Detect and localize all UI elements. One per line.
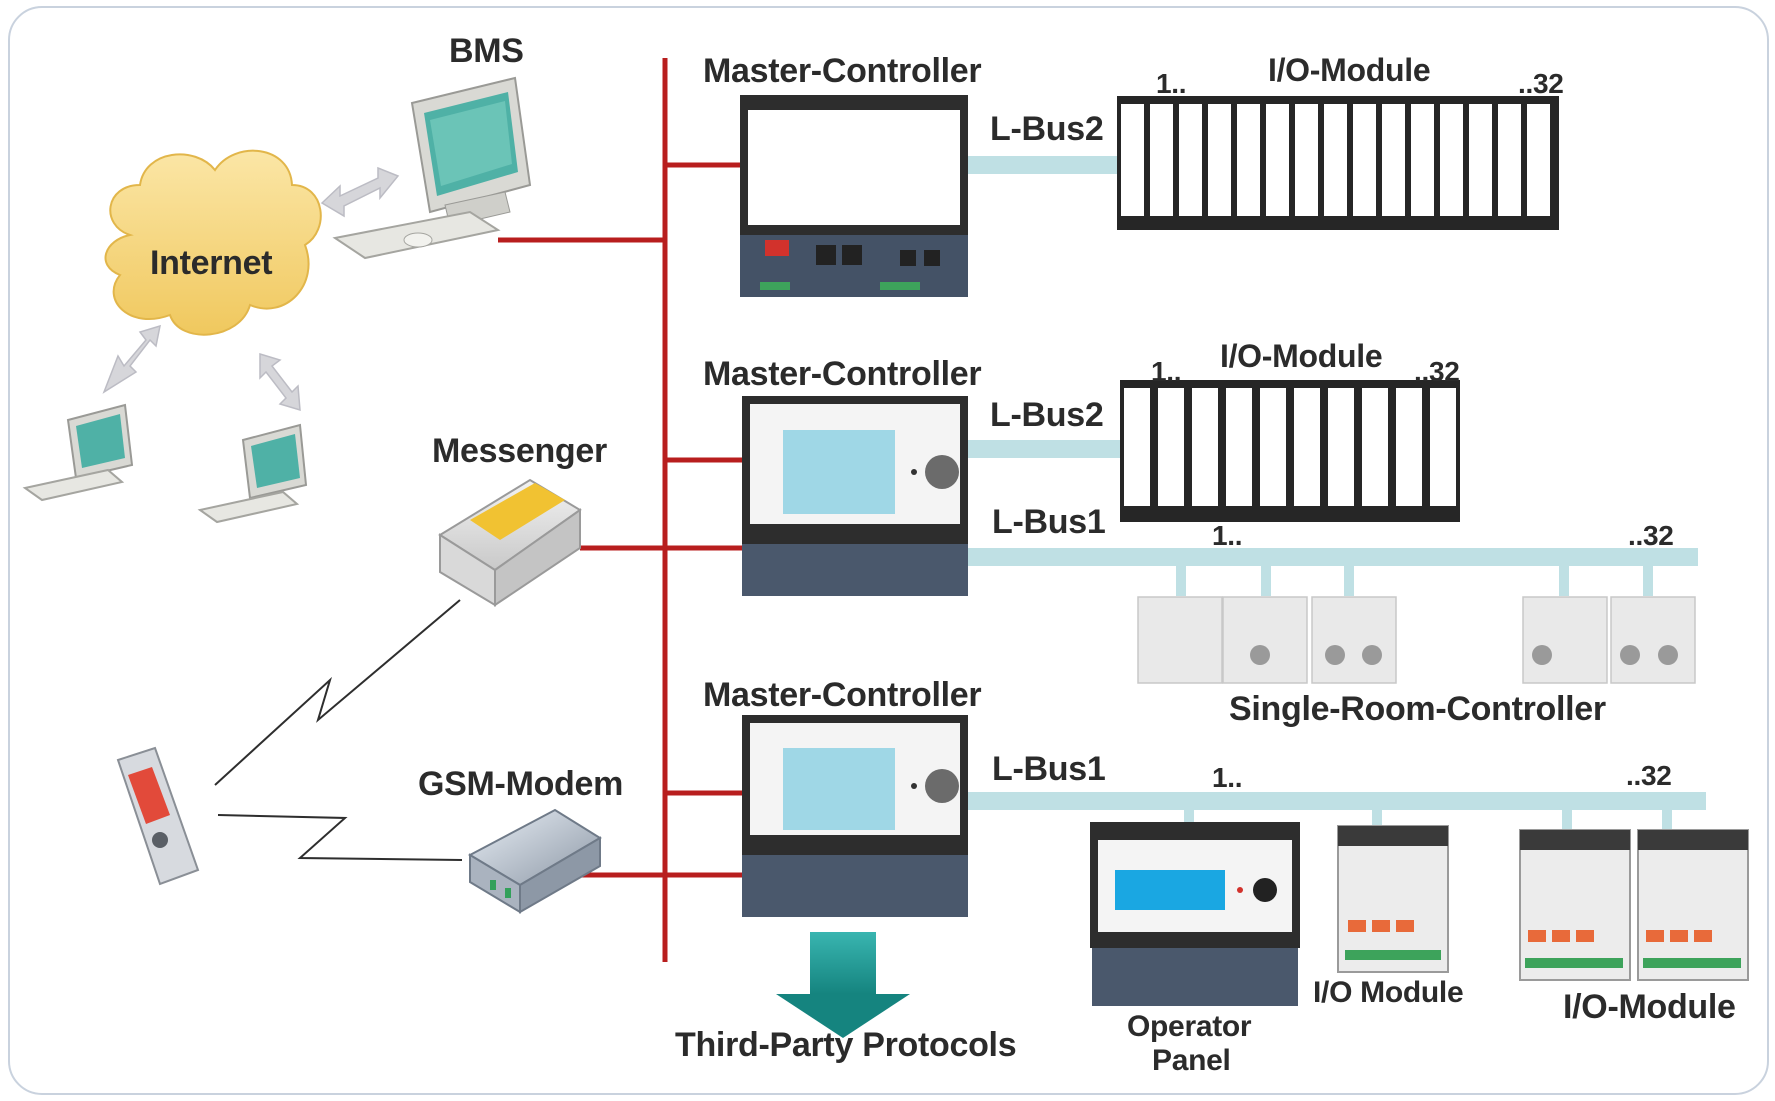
master-controller-device (740, 95, 968, 297)
lbus2-label: L-Bus2 (990, 396, 1104, 434)
internet-label: Internet (150, 244, 273, 282)
io-module-single-label: I/O Module (1313, 976, 1464, 1009)
master-controller-device (742, 396, 968, 596)
operator-panel-label-line1: Operator (1127, 1010, 1252, 1043)
range-end-label: ..32 (1518, 68, 1564, 99)
range-end-label: ..32 (1628, 520, 1674, 551)
io-module-device (1519, 829, 1631, 981)
lbus1-label: L-Bus1 (992, 503, 1106, 541)
io-module-label: I/O-Module (1220, 338, 1383, 374)
io-module-label: I/O-Module (1268, 52, 1431, 88)
master-controller-label: Master-Controller (703, 52, 982, 90)
client-computer-icon (22, 403, 134, 502)
internet-cloud (104, 149, 322, 336)
lbus1-label: L-Bus1 (992, 750, 1106, 788)
range-start-label: 1.. (1212, 762, 1243, 793)
master-controller-device (742, 715, 968, 917)
io-module-device (1637, 829, 1749, 981)
bms-computer-icon (332, 76, 532, 260)
messenger-device-icon (438, 478, 582, 607)
link-arrows (102, 166, 400, 412)
gsm-modem-icon (467, 808, 602, 914)
backbone-bus (498, 58, 742, 962)
range-end-label: ..32 (1626, 760, 1672, 791)
range-start-label: 1.. (1156, 68, 1187, 99)
range-end-label: ..32 (1414, 356, 1460, 387)
io-module-rack (1117, 96, 1559, 230)
range-start-label: 1.. (1212, 520, 1243, 551)
single-room-controller-label: Single-Room-Controller (1229, 690, 1606, 728)
io-module-pair-label: I/O-Module (1563, 988, 1736, 1026)
operator-panel-device (1090, 822, 1300, 1006)
io-module-rack (1120, 380, 1460, 522)
messenger-label: Messenger (432, 432, 607, 470)
master-controller-label: Master-Controller (703, 676, 982, 714)
operator-panel-label-line2: Panel (1152, 1044, 1231, 1077)
lbus-lines (968, 156, 1706, 834)
range-start-label: 1.. (1151, 356, 1182, 387)
io-module-device (1337, 825, 1449, 973)
third-party-arrow-icon (776, 932, 910, 1038)
third-party-protocols-label: Third-Party Protocols (675, 1026, 1017, 1064)
client-computer-icon (197, 423, 308, 524)
wireless-link (214, 599, 463, 861)
lbus2-label: L-Bus2 (990, 110, 1104, 148)
master-controller-label: Master-Controller (703, 355, 982, 393)
bms-label: BMS (449, 32, 524, 70)
mobile-phone-icon (116, 746, 200, 886)
single-room-controllers (1137, 596, 1696, 684)
gsm-modem-label: GSM-Modem (418, 765, 624, 803)
